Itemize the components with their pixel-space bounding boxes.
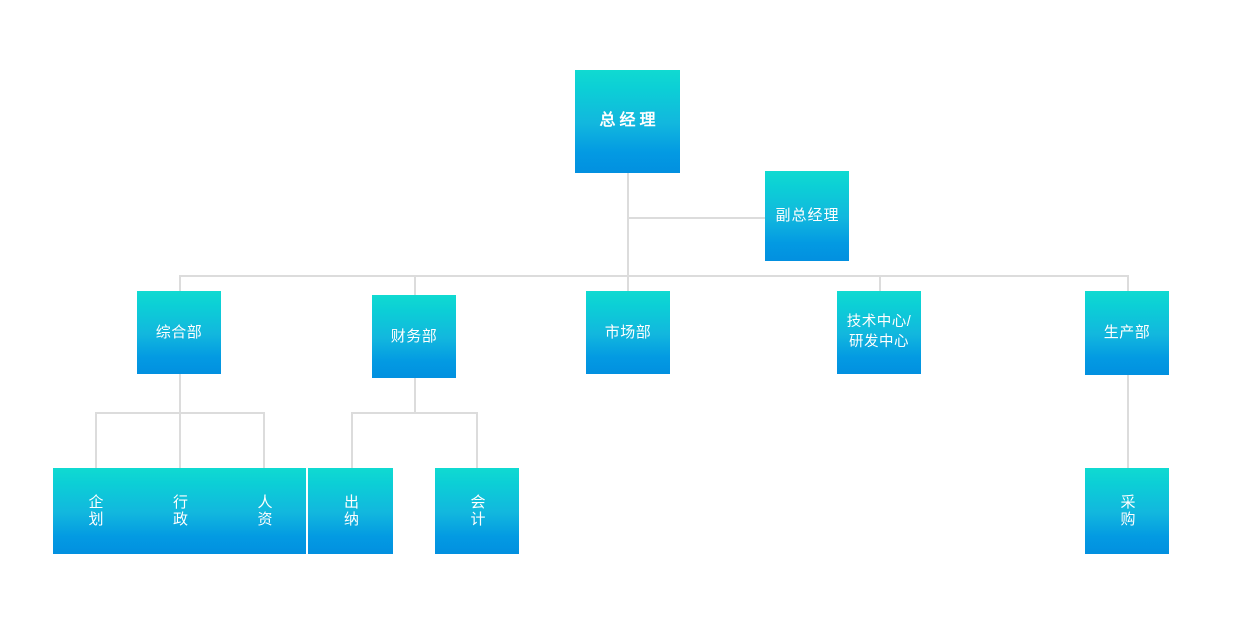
connector-drop-general-affairs [179,275,181,292]
node-accounting-label: 会计 [468,494,486,528]
node-deputy-general-manager[interactable]: 副总经理 [765,171,849,261]
node-cashier[interactable]: 出纳 [308,468,393,554]
connector-root-trunk [627,173,629,275]
connector-finance-bus [351,412,477,414]
connector-root-to-deputy [627,217,765,219]
node-finance-department-label: 财务部 [390,327,438,345]
connector-drop-production [1127,275,1129,292]
node-administration[interactable]: 行政 [137,468,222,554]
node-technology-rd-center[interactable]: 技术中心/ 研发中心 [837,291,921,374]
node-planning-label: 企划 [86,494,104,528]
node-general-affairs-subunits-group: 企划 行政 人资 [53,468,306,554]
node-general-manager-label: 总经理 [599,112,660,130]
node-general-affairs-department[interactable]: 综合部 [137,291,221,374]
node-human-resources-label: 人资 [255,494,273,528]
connector-production-to-procurement [1127,375,1129,469]
connector-drop-accounting [476,412,478,469]
connector-drop-administration [179,412,181,469]
node-procurement[interactable]: 采购 [1085,468,1169,554]
node-cashier-label: 出纳 [342,494,359,528]
node-technology-rd-center-label: 技术中心/ 研发中心 [846,314,912,350]
connector-drop-cashier [351,412,353,469]
node-deputy-general-manager-label: 副总经理 [775,207,840,225]
node-production-department-label: 生产部 [1103,324,1151,342]
node-planning[interactable]: 企划 [53,468,137,554]
node-accounting[interactable]: 会计 [435,468,519,554]
connector-drop-marketing [627,275,629,292]
node-production-department[interactable]: 生产部 [1085,291,1169,375]
connector-department-bus [179,275,1128,277]
node-marketing-department[interactable]: 市场部 [586,291,670,374]
connector-finance-trunk [414,378,416,413]
node-general-affairs-department-label: 综合部 [155,323,203,341]
connector-general-affairs-trunk [179,374,181,413]
connector-drop-planning [95,412,97,469]
node-administration-label: 行政 [171,494,188,528]
node-human-resources[interactable]: 人资 [222,468,306,554]
node-general-manager[interactable]: 总经理 [575,70,680,173]
connector-drop-finance [414,275,416,295]
node-procurement-label: 采购 [1118,494,1136,528]
connector-drop-tech-center [879,275,881,292]
connector-drop-human-resources [263,412,265,469]
node-marketing-department-label: 市场部 [604,323,652,341]
node-finance-department[interactable]: 财务部 [372,295,456,378]
